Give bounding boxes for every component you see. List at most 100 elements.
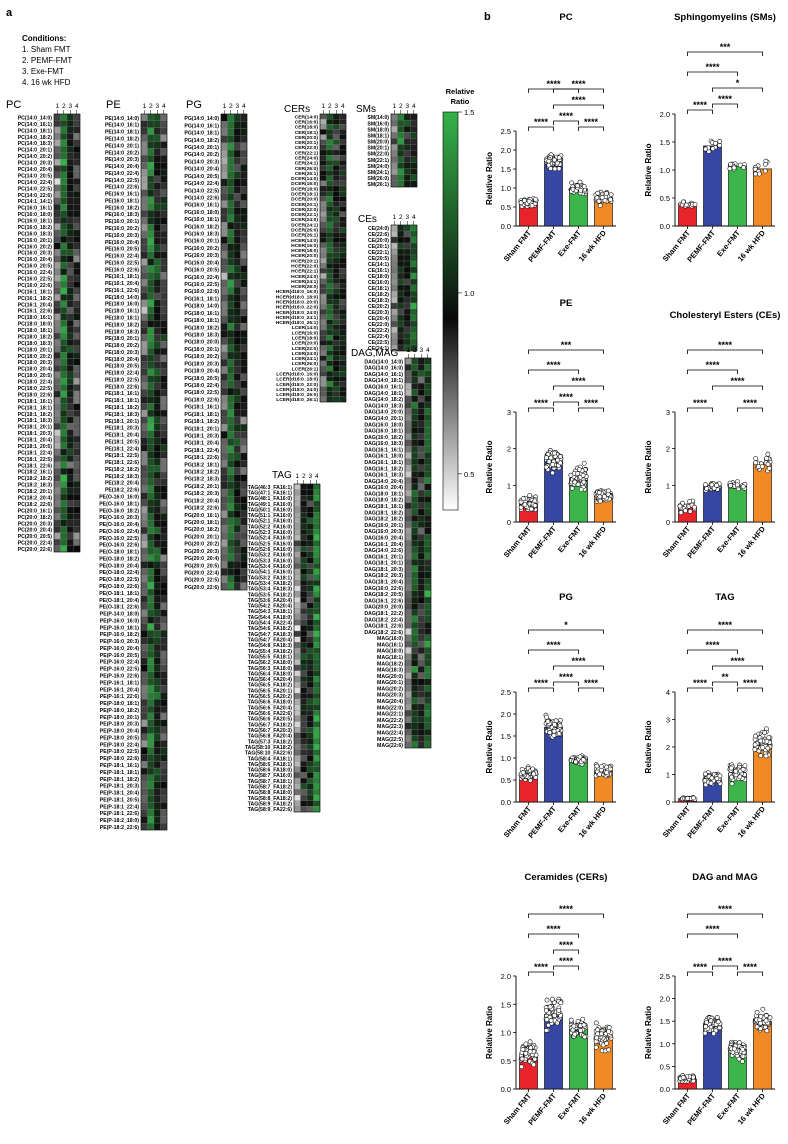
- heatmap-cell: [233, 402, 241, 410]
- significance-label: ****: [693, 678, 708, 688]
- heatmap-cell: [411, 729, 419, 736]
- heatmap-cell: [404, 697, 412, 705]
- heatmap-cell: [313, 495, 321, 502]
- heatmap-cell: [332, 170, 340, 176]
- data-point: [552, 166, 558, 172]
- heatmap-cell: [404, 464, 412, 472]
- heatmap-cell: [410, 266, 418, 274]
- heatmap-cell: [233, 185, 241, 194]
- heatmap-cell: [60, 416, 68, 424]
- heatmap-row-label: TAG(52:2_FA16:0): [248, 524, 293, 530]
- heatmap-cell: [60, 294, 68, 301]
- heatmap-row-label: SM(24:0): [367, 164, 389, 170]
- heatmap-cell: [403, 138, 411, 145]
- heatmap-cell: [306, 642, 314, 649]
- y-axis-label: Relative Ratio: [644, 720, 653, 773]
- heatmap-row-label: PC(18:0_18:3): [18, 341, 53, 347]
- heatmap-cell: [404, 445, 412, 453]
- heatmap-cell: [306, 489, 314, 496]
- heatmap-row-label: DAG(14:0_14:0): [364, 359, 403, 365]
- heatmap-cell: [424, 427, 432, 434]
- heatmap-cell: [306, 506, 314, 513]
- heatmap-cell: [417, 672, 425, 679]
- heatmap-cell: [339, 288, 347, 295]
- heatmap-row-label: DAG(20:0_20:0): [364, 605, 403, 611]
- heatmap-cell: [306, 732, 314, 739]
- heatmap-cell: [53, 268, 61, 276]
- heatmap-cell: [140, 705, 148, 714]
- heatmap-cell: [233, 409, 241, 418]
- heatmap-cell: [53, 184, 61, 192]
- heatmap-cell: [306, 523, 314, 530]
- heatmap-title: CEs: [358, 214, 377, 225]
- heatmap-cell: [160, 354, 168, 362]
- heatmap-row-label: MAG(22:3): [377, 724, 403, 730]
- heatmap-cell: [227, 539, 235, 547]
- heatmap-row-label: PE(16:1_20:4): [105, 281, 139, 287]
- heatmap-cell: [332, 124, 340, 130]
- heatmap-cell: [424, 471, 432, 478]
- heatmap-row-label: CE(16:1): [368, 268, 389, 274]
- heatmap-cell: [60, 319, 68, 327]
- heatmap-row-label: PE(18:1_20:3): [105, 426, 139, 432]
- heatmap-cell: [140, 168, 148, 177]
- heatmap-cell: [319, 185, 327, 192]
- heatmap-cell: [319, 288, 327, 295]
- heatmap-cell: [160, 189, 168, 197]
- heatmap-cell: [417, 703, 425, 711]
- heatmap-cell: [293, 529, 301, 536]
- heatmap-row-label: CE(18:1): [368, 286, 389, 292]
- data-point: [606, 1029, 611, 1034]
- heatmap-cell: [313, 546, 321, 552]
- data-point: [572, 479, 578, 485]
- significance-bracket: [528, 649, 579, 654]
- heatmap-row-label: PE(P-18:0_20:5): [100, 735, 139, 741]
- heatmap-row-label: PG(20:0_20:1): [184, 534, 219, 540]
- heatmap-column-number: 2: [62, 103, 66, 110]
- heatmap-cell: [147, 155, 155, 163]
- heatmap-cell: [153, 354, 161, 362]
- heatmap-cell: [339, 144, 347, 151]
- heatmap-column-number: 1: [222, 103, 226, 110]
- panel-b-label: b: [484, 11, 491, 23]
- heatmap-cell: [397, 180, 405, 188]
- heatmap-cell: [411, 596, 419, 604]
- heatmap-row-label: PE(O-18:0_18:1): [99, 550, 139, 556]
- heatmap-cell: [53, 294, 61, 301]
- data-point: [604, 1040, 609, 1046]
- heatmap-cell: [417, 647, 425, 654]
- heatmap-cell: [390, 320, 398, 328]
- heatmap-cell: [424, 615, 432, 623]
- heatmap-cell: [66, 274, 74, 282]
- heatmap-cell: [313, 602, 321, 609]
- heatmap-row-label: HCER(d18:0_22:0): [276, 305, 319, 311]
- heatmap-cell: [60, 255, 68, 263]
- heatmap-row-label: PE(P-16:0_20:4): [100, 646, 139, 652]
- heatmap-cell: [326, 278, 334, 284]
- heatmap-cell: [326, 170, 334, 176]
- heatmap-cell: [313, 721, 321, 728]
- heatmap-cell: [424, 596, 432, 604]
- heatmap-cell: [60, 158, 68, 166]
- heatmap-cell: [339, 314, 347, 320]
- heatmap-cell: [397, 320, 405, 328]
- heatmap-row-label: DCER(20:1): [291, 202, 318, 208]
- heatmap-cell: [227, 561, 235, 569]
- heatmap-cell: [339, 124, 347, 130]
- heatmap-row-label: PC(16:1_20:4): [18, 302, 53, 308]
- heatmap-cell: [417, 697, 425, 705]
- data-point: [604, 191, 609, 196]
- heatmap-cell: [220, 539, 228, 547]
- significance-label: ****: [559, 672, 574, 682]
- heatmap-cell: [160, 616, 168, 624]
- heatmap-cell: [240, 503, 248, 511]
- data-point: [594, 195, 600, 201]
- heatmap-row-label: DCER(20:0): [291, 197, 318, 203]
- significance-label: ****: [743, 398, 758, 408]
- heatmap-cell: [410, 254, 418, 262]
- data-point: [690, 1074, 696, 1080]
- heatmap-cell: [73, 448, 81, 456]
- data-point: [606, 1025, 612, 1030]
- heatmap-cell: [300, 619, 308, 626]
- heatmap-cell: [300, 534, 308, 541]
